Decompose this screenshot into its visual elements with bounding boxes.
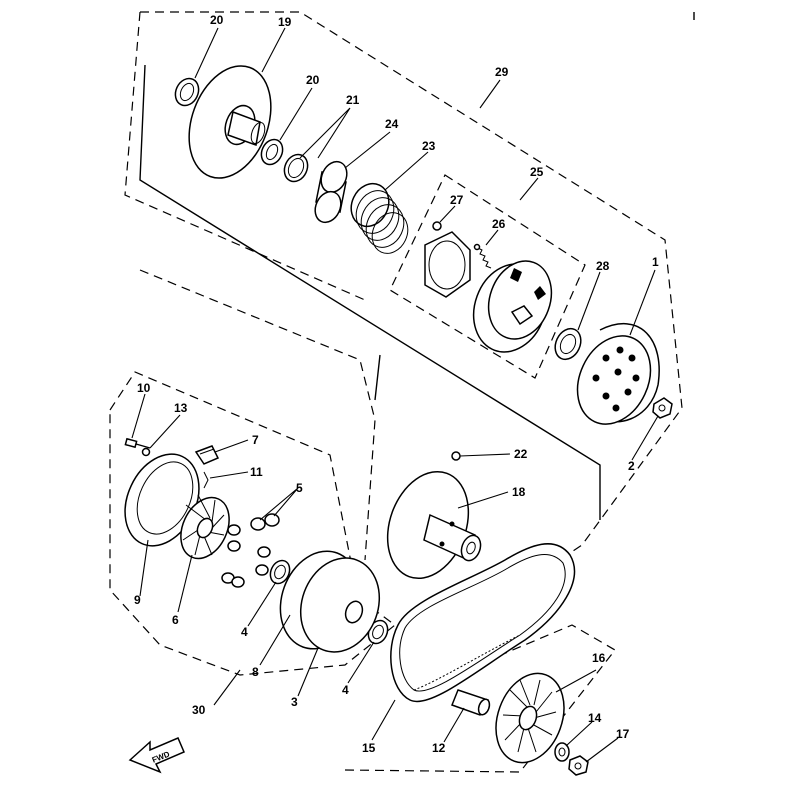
group-29-outline-left (124, 11, 366, 301)
callout-11: 11 (250, 465, 263, 479)
part-19-fixed-sheave (188, 65, 272, 179)
part-3-movable-sheave (279, 550, 381, 653)
part-26-small-spring (473, 243, 492, 269)
part-23-spring (350, 182, 409, 254)
part-12-sleeve (451, 689, 491, 716)
callout-13: 13 (174, 401, 188, 415)
callout-17: 17 (616, 727, 630, 741)
fwd-arrow-icon: FWD (128, 737, 185, 774)
assembly-frame-line (139, 64, 601, 520)
callout-23: 23 (422, 139, 436, 153)
callout-29: 29 (495, 65, 509, 79)
part-7-slider (194, 445, 220, 465)
part-18-secondary-sheave (386, 470, 482, 580)
part-5-weights (221, 513, 280, 588)
callout-numbers: 20 19 20 21 24 23 29 25 27 26 28 1 2 10 … (134, 13, 659, 755)
callout-6: 6 (172, 613, 179, 627)
callout-5: 5 (296, 481, 303, 495)
callout-4-upper: 4 (241, 625, 248, 639)
part-25-plate (424, 231, 471, 298)
part-27-clip (432, 221, 442, 231)
callout-22: 22 (514, 447, 528, 461)
callout-9: 9 (134, 593, 141, 607)
part-21-o-rings (283, 153, 309, 183)
part-2-nut (652, 397, 673, 419)
callout-2: 2 (628, 459, 635, 473)
callout-24: 24 (385, 117, 399, 131)
callout-10: 10 (137, 381, 151, 395)
group-25-outline (389, 174, 586, 379)
part-11-guide (203, 471, 209, 489)
part-16-drive-face (495, 672, 565, 764)
callout-27: 27 (450, 193, 464, 207)
callout-12: 12 (432, 741, 446, 755)
callout-26: 26 (492, 217, 506, 231)
part-13-washer (141, 447, 151, 457)
part-20-upper-seal (174, 77, 200, 107)
part-17-nut (568, 755, 589, 776)
callout-15: 15 (362, 741, 376, 755)
part-24-collar (314, 160, 348, 224)
group-30-outline (109, 371, 396, 676)
callout-14: 14 (588, 711, 602, 725)
callout-30: 30 (192, 703, 206, 717)
part-10-screw (124, 437, 151, 449)
leader-lines (131, 27, 659, 763)
part-1-clutch-housing (576, 323, 660, 425)
part-25-clutch-shoe (472, 260, 553, 353)
part-22-pin (451, 451, 461, 461)
part-20-second-seal (260, 138, 284, 166)
callout-25: 25 (530, 165, 544, 179)
part-6-cam-plate (180, 494, 230, 560)
callout-3: 3 (291, 695, 298, 709)
callout-20-upper: 20 (210, 13, 224, 27)
callout-20-second: 20 (306, 73, 320, 87)
callout-18: 18 (512, 485, 526, 499)
callout-21: 21 (346, 93, 360, 107)
callout-28: 28 (596, 259, 610, 273)
callout-19: 19 (278, 15, 292, 29)
callout-16: 16 (592, 651, 606, 665)
callout-7: 7 (252, 433, 259, 447)
callout-8: 8 (252, 665, 259, 679)
callout-1: 1 (652, 255, 659, 269)
callout-4-lower: 4 (342, 683, 349, 697)
part-28-bearing (554, 327, 582, 361)
part-14-washer (554, 742, 570, 762)
part-15-v-belt (390, 543, 576, 703)
